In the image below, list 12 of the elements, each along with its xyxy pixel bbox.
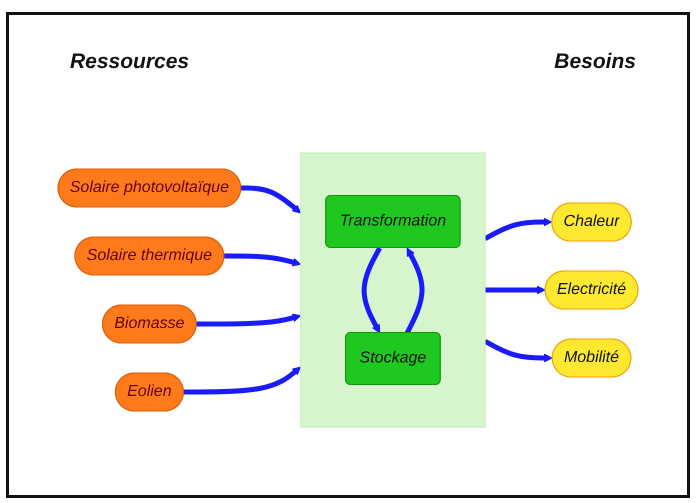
- arrow: [224, 254, 302, 266]
- column-heading: Ressources: [70, 50, 190, 74]
- arrow: [183, 366, 302, 394]
- arrow: [362, 246, 382, 334]
- arrow: [404, 248, 425, 334]
- arrow: [196, 314, 302, 326]
- arrow: [240, 186, 302, 214]
- arrow: [484, 339, 553, 362]
- arrow: [485, 286, 546, 294]
- column-heading: Besoins: [554, 50, 636, 74]
- cluster: [300, 152, 486, 428]
- arrow: [484, 218, 552, 241]
